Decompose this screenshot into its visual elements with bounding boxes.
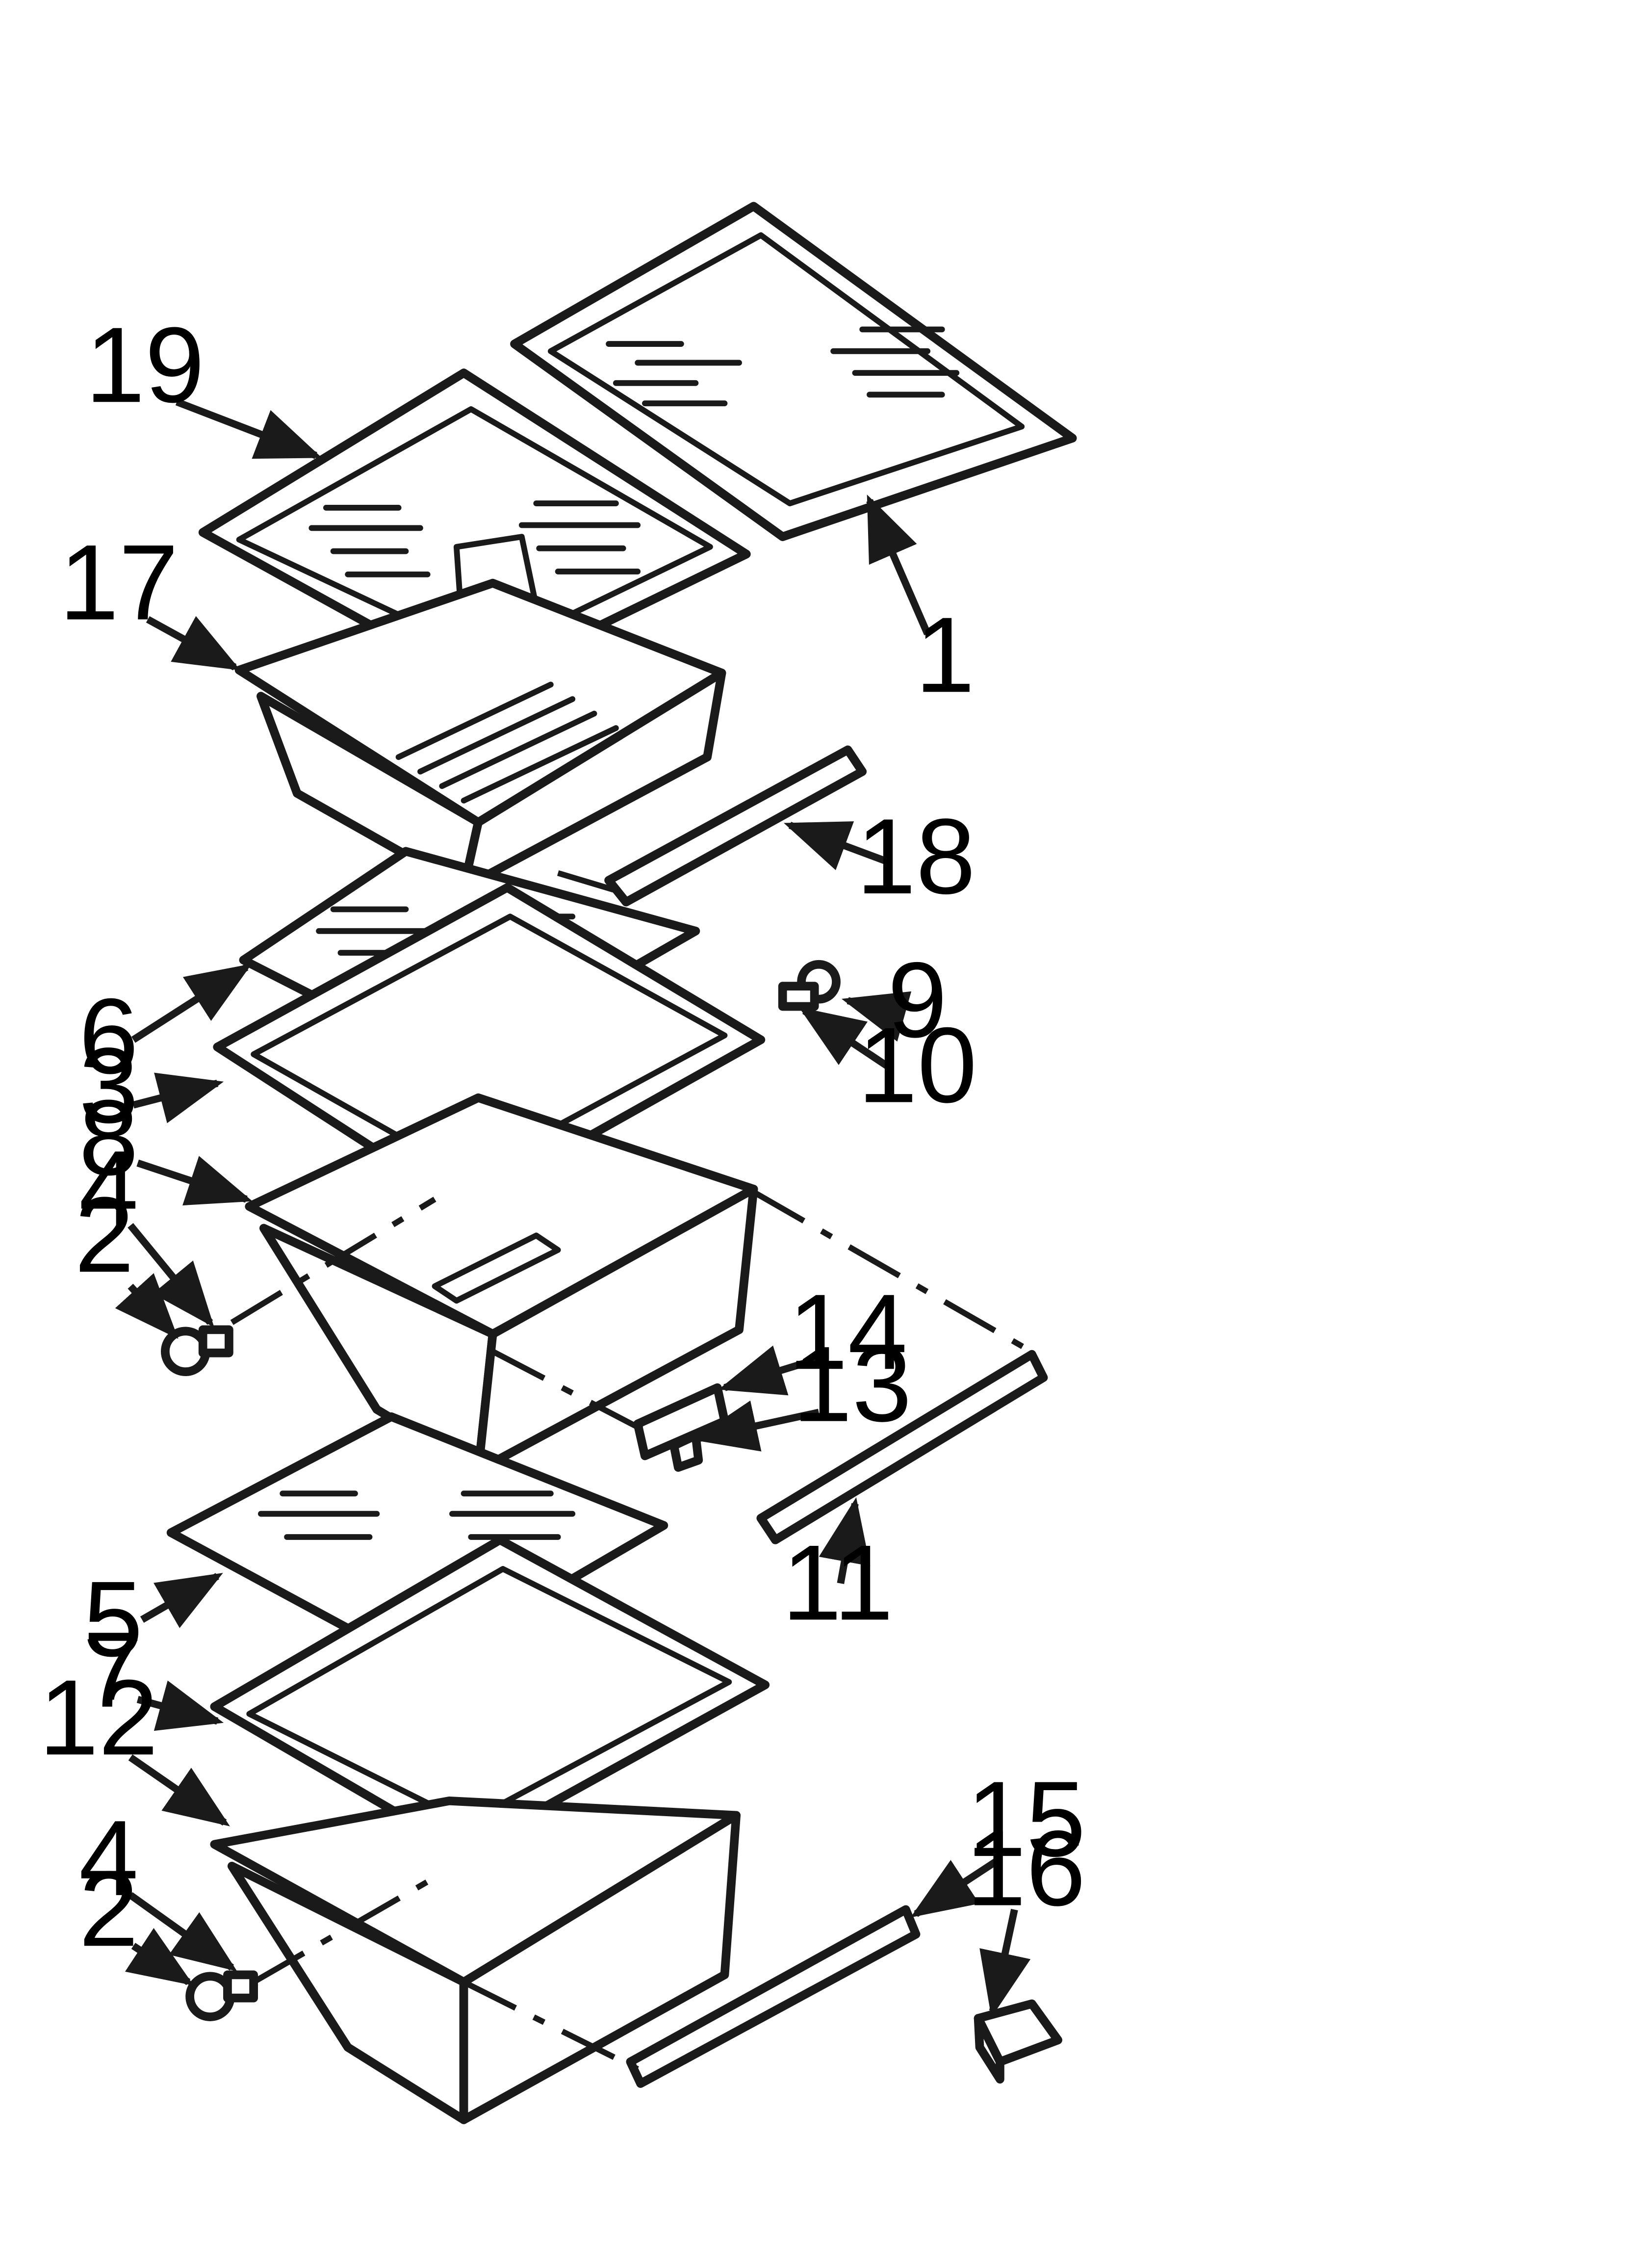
shelf-part-19: [198, 368, 751, 689]
callout-4-lower: 4: [79, 1799, 139, 1918]
callout-10: 10: [858, 1005, 977, 1125]
trim-part-18: [604, 745, 867, 907]
roller-part-9-10: [778, 960, 841, 1011]
callout-18: 18: [856, 797, 975, 916]
cover-frame-part-7: [210, 1536, 770, 1856]
callout-2-lower: 2: [79, 1849, 139, 1969]
trim-part-15: [626, 1905, 921, 2088]
callout-15: 15: [967, 1759, 1086, 1879]
trim-part-11: [756, 1350, 1048, 1544]
callout-14: 14: [788, 1272, 907, 1392]
callout-9: 9: [888, 940, 948, 1060]
crisper-pan-part-8: [245, 1093, 758, 1475]
callout-2-upper: 2: [75, 1175, 134, 1295]
callout-16: 16: [967, 1809, 1086, 1929]
wheel-part-2-4-lower: [185, 1970, 258, 2021]
callout-11: 11: [782, 1523, 893, 1642]
callout-3: 3: [79, 1026, 139, 1146]
shelf-part-1: [510, 202, 1077, 541]
pan-part-17: [234, 578, 726, 892]
callout-4-upper: 4: [79, 1129, 139, 1249]
callout-12: 12: [39, 1658, 158, 1777]
callout-19: 19: [85, 305, 205, 425]
clip-part-16: [974, 1999, 1063, 2084]
callout-1: 1: [915, 595, 975, 715]
wheel-part-2-4-upper: [161, 1325, 233, 1376]
leader-lines: [115, 398, 1031, 2018]
callout-5: 5: [83, 1559, 143, 1679]
glass-insert-part-5: [166, 1412, 668, 1672]
crisper-pan-part-12: [210, 1796, 741, 2124]
callout-13: 13: [793, 1325, 912, 1444]
callout-6: 6: [79, 976, 139, 1096]
callout-17: 17: [59, 522, 179, 642]
callout-7: 7: [83, 1610, 143, 1730]
clip-part-14-13: [633, 1383, 729, 1472]
callout-8: 8: [79, 1078, 139, 1198]
